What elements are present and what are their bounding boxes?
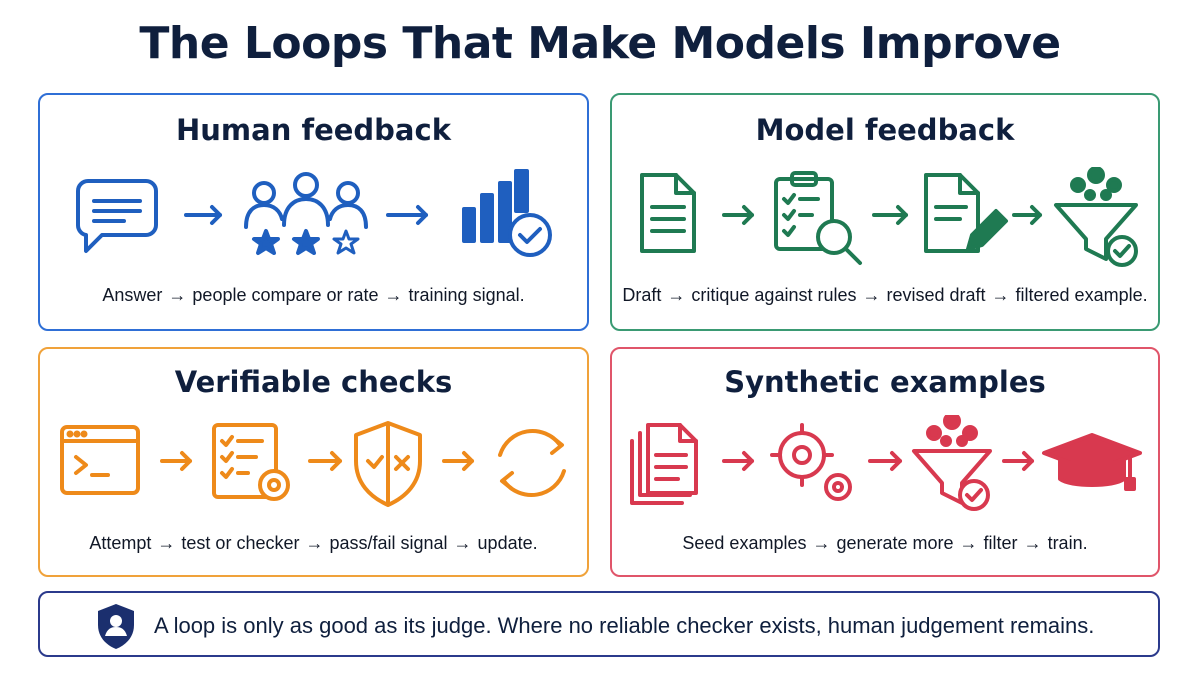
caption-step: filtered example.: [1015, 285, 1148, 305]
arrow-icon: [1012, 205, 1042, 225]
panel-title: Verifiable checks: [174, 365, 453, 399]
page-title: The Loops That Make Models Improve: [139, 18, 1061, 69]
arrow-icon: [184, 205, 222, 225]
panel-model-feedback: Model feedback: [610, 93, 1160, 331]
arrow-icon: [1002, 451, 1034, 471]
panel-caption: Answer→people compare or rate→training s…: [102, 285, 525, 305]
panel-title: Synthetic examples: [724, 365, 1046, 399]
arrow-icon: [722, 451, 754, 471]
panel-human-feedback: Human feedback: [38, 93, 589, 331]
caption-step: Seed examples: [682, 533, 807, 553]
arrow-icon: [442, 451, 474, 471]
arrow-icon: [386, 205, 428, 225]
arrow-icon: [868, 451, 902, 471]
icon-row: [40, 167, 587, 277]
icon-row: [612, 415, 1158, 525]
panel-title: Model feedback: [755, 113, 1015, 147]
caption-step: critique against rules: [691, 285, 857, 305]
funnel-check-icon: [1054, 167, 1138, 267]
arrow-icon: [872, 205, 908, 225]
arrow-icon: [722, 205, 754, 225]
caption-step: generate more: [836, 533, 954, 553]
document-edit-icon: [924, 173, 1008, 253]
bar-chart-check-icon: [462, 169, 552, 257]
funnel-check-icon: [912, 415, 992, 511]
panel-caption: Draft→critique against rules→revised dra…: [622, 285, 1148, 305]
panel-verifiable-checks: Verifiable checks: [38, 347, 589, 577]
arrow-icon: [160, 451, 192, 471]
shield-check-cross-icon: [354, 421, 422, 507]
caption-step: Answer: [102, 285, 163, 305]
speech-bubble-icon: [76, 179, 158, 253]
stacked-documents-icon: [630, 423, 698, 505]
caption-step: Draft: [622, 285, 662, 305]
caption-step: test or checker: [181, 533, 300, 553]
document-icon: [640, 173, 696, 253]
footer-note: A loop is only as good as its judge. Whe…: [38, 591, 1160, 657]
panel-synthetic-examples: Synthetic examples: [610, 347, 1160, 577]
caption-step: Attempt: [89, 533, 152, 553]
terminal-icon: [60, 425, 140, 495]
icon-row: [612, 167, 1158, 277]
refresh-icon: [498, 429, 566, 497]
graduation-cap-icon: [1042, 433, 1142, 491]
panel-title: Human feedback: [176, 113, 451, 147]
caption-step: revised draft: [886, 285, 986, 305]
checklist-gear-icon: [212, 423, 290, 501]
panel-caption: Seed examples→generate more→filter→train…: [682, 533, 1088, 553]
caption-step: pass/fail signal: [329, 533, 448, 553]
clipboard-search-icon: [774, 171, 862, 265]
caption-step: train.: [1047, 533, 1088, 553]
caption-step: people compare or rate: [192, 285, 379, 305]
arrow-icon: [308, 451, 342, 471]
gears-icon: [770, 423, 852, 501]
people-rating-icon: [244, 172, 368, 255]
caption-step: training signal.: [408, 285, 525, 305]
shield-user-icon: [98, 604, 134, 649]
panel-caption: Attempt→test or checker→pass/fail signal…: [89, 533, 538, 553]
caption-step: update.: [477, 533, 538, 553]
caption-step: filter: [983, 533, 1018, 553]
icon-row: [40, 415, 587, 525]
footer-text: A loop is only as good as its judge. Whe…: [154, 613, 1095, 638]
